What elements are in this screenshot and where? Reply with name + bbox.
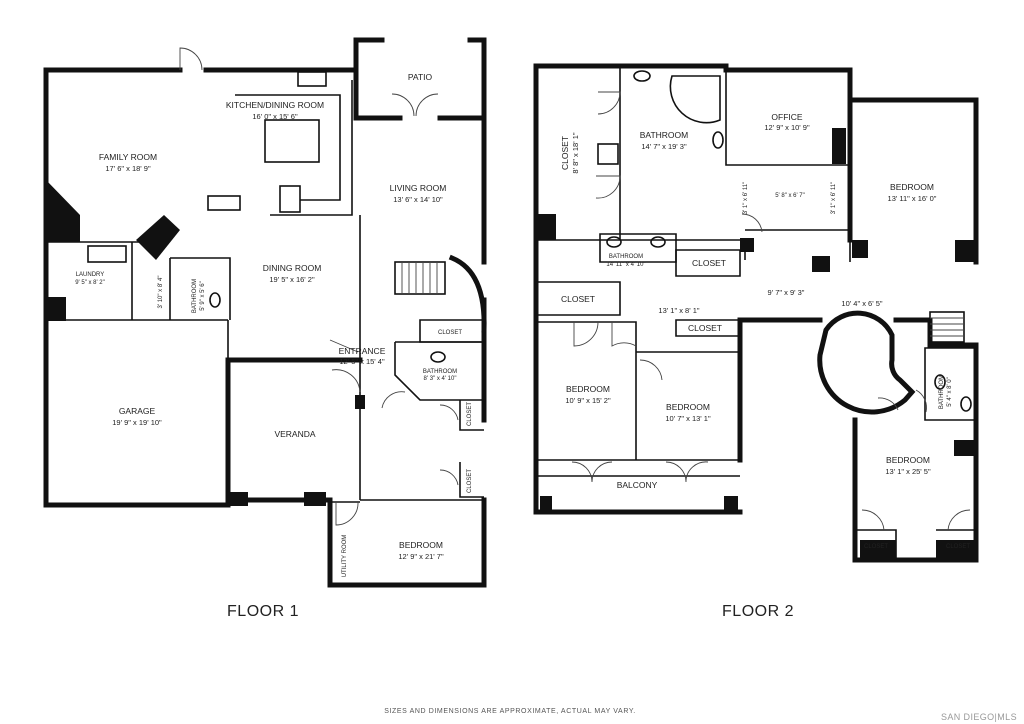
room-dims-bathroom-2a: 14' 7" x 19' 3" — [641, 142, 687, 151]
room-name-closet-2d: CLOSET — [688, 323, 722, 333]
room-name-family-room: FAMILY ROOM — [99, 152, 157, 162]
room-name-closet-2b: CLOSET — [692, 258, 726, 268]
disclaimer-text: SIZES AND DIMENSIONS ARE APPROXIMATE, AC… — [384, 708, 636, 715]
room-dims-closet-2a: 8' 8" x 18' 1" — [571, 132, 580, 173]
room-name-utility-room: UTILITY ROOM — [342, 535, 348, 578]
room-name-balcony: BALCONY — [617, 480, 658, 490]
room-name-bedroom-2b: BEDROOM — [566, 384, 610, 394]
labels-floor-2: CLOSET 8' 8" x 18' 1" BATHROOM 14' 7" x … — [560, 112, 970, 620]
room-name-closet-2e: CLOSET — [864, 544, 888, 550]
room-dims-bedroom-2d: 13' 1" x 25' 5" — [885, 467, 931, 476]
room-dims-bathroom-1a: 5' 9" x 5' 6" — [200, 281, 206, 311]
room-dims-bathroom-2c: 5' 4" x 8' 0" — [947, 377, 953, 407]
stairs-floor-2 — [929, 311, 965, 343]
stairs-floor-1 — [394, 254, 487, 333]
room-name-closet-1a: CLOSET — [438, 330, 462, 336]
room-name-bathroom-2c: BATHROOM — [939, 375, 945, 409]
room-dims-hall-1: 3' 10" x 8' 4" — [158, 276, 164, 309]
room-dims-hall-2d: 9' 7" x 9' 3" — [768, 288, 805, 297]
floor-label-1: FLOOR 1 — [227, 603, 299, 620]
room-name-office: OFFICE — [771, 112, 802, 122]
kitchen-island — [264, 119, 320, 163]
room-name-bedroom-2d: BEDROOM — [886, 455, 930, 465]
room-dims-office: 12' 9" x 10' 9" — [764, 123, 810, 132]
room-dims-living-room: 13' 6" x 14' 10" — [393, 195, 443, 204]
room-name-closet-1c: CLOSET — [467, 469, 473, 493]
kitchen-sink — [297, 71, 327, 87]
room-name-entrance: ENTRANCE — [339, 346, 386, 356]
room-name-bathroom-1b: BATHROOM — [423, 369, 457, 375]
room-dims-entrance: 12' 5" x 15' 4" — [339, 357, 385, 366]
room-dims-kitchen-dining-room: 16' 0" x 15' 6" — [252, 112, 298, 121]
kitchen-counter — [235, 94, 341, 201]
floor-label-2: FLOOR 2 — [722, 603, 794, 620]
room-name-closet-2c: CLOSET — [561, 294, 595, 304]
room-dims-laundry: 9' 5" x 8' 2" — [75, 280, 105, 286]
room-dims-dining-room: 19' 5" x 16' 2" — [269, 275, 315, 284]
room-name-patio: PATIO — [408, 72, 433, 82]
mls-watermark: SAN DIEGO|MLS — [941, 712, 1017, 722]
room-name-living-room: LIVING ROOM — [390, 183, 447, 193]
room-name-kitchen-dining-room: KITCHEN/DINING ROOM — [226, 100, 324, 110]
room-dims-hall-2f: 10' 4" x 6' 5" — [841, 299, 882, 308]
room-name-bedroom-2c: BEDROOM — [666, 402, 710, 412]
room-dims-bedroom-2a: 13' 11" x 16' 0" — [888, 194, 937, 203]
room-name-bathroom-1a: BATHROOM — [192, 279, 198, 313]
room-name-bedroom-1: BEDROOM — [399, 540, 443, 550]
room-name-bathroom-2a: BATHROOM — [640, 130, 688, 140]
room-dims-bathroom-2b: 14' 11" x 4' 10" — [606, 262, 645, 268]
floor-1-plan — [43, 37, 487, 588]
room-dims-hall-2c: 3' 1" x 6' 11" — [831, 182, 837, 214]
room-dims-bedroom-1: 12' 9" x 21' 7" — [398, 552, 444, 561]
room-dims-hall-2e: 13' 1" x 8' 1" — [658, 306, 699, 315]
room-name-bathroom-2b: BATHROOM — [609, 254, 643, 260]
room-name-bedroom-2a: BEDROOM — [890, 182, 934, 192]
room-name-closet-2a: CLOSET — [560, 136, 570, 170]
room-name-laundry: LAUNDRY — [76, 272, 105, 278]
room-dims-bedroom-2c: 10' 7" x 13' 1" — [665, 414, 711, 423]
room-name-veranda: VERANDA — [274, 429, 315, 439]
room-name-garage: GARAGE — [119, 406, 156, 416]
labels-floor-1: FAMILY ROOM 17' 6" x 18' 9" KITCHEN/DINI… — [75, 72, 473, 620]
room-name-closet-2f: CLOSET — [946, 544, 970, 550]
room-dims-garage: 19' 9" x 19' 10" — [112, 418, 162, 427]
room-name-dining-room: DINING ROOM — [263, 263, 322, 273]
room-dims-hall-2a: 3' 1" x 6' 11" — [743, 182, 749, 214]
room-dims-bathroom-1b: 8' 3" x 4' 10" — [424, 376, 457, 382]
room-dims-bedroom-2b: 10' 9" x 15' 2" — [565, 396, 611, 405]
floor-2-plan — [533, 63, 979, 563]
room-dims-hall-2b: 5' 8" x 6' 7" — [775, 193, 805, 199]
room-dims-family-room: 17' 6" x 18' 9" — [105, 164, 151, 173]
room-name-closet-1b: CLOSET — [467, 402, 473, 426]
bathtub — [669, 75, 721, 124]
